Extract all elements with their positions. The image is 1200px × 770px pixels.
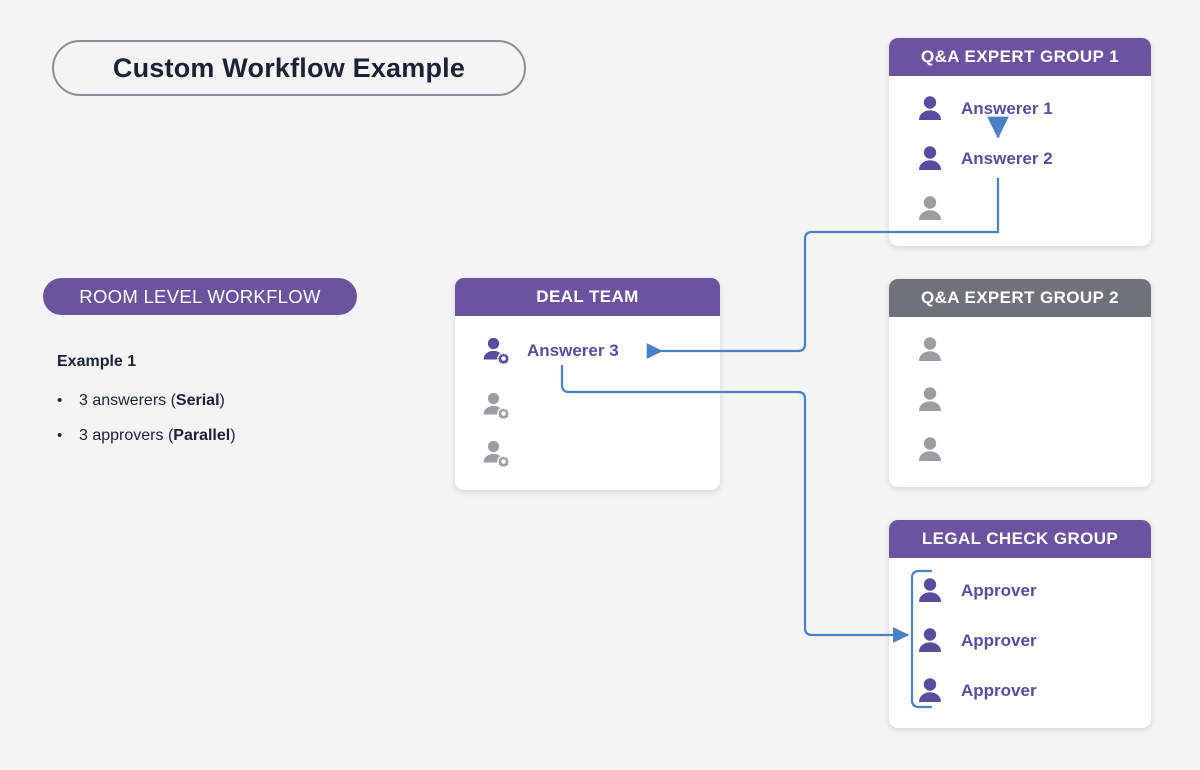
list-item: • 3 approvers (Parallel) [57, 427, 377, 445]
member-row[interactable]: Approver [915, 676, 1037, 706]
person-icon [915, 385, 945, 415]
card-header-deal-team: DEAL TEAM [455, 278, 720, 316]
member-row[interactable] [915, 194, 961, 224]
card-legal-check-group[interactable]: LEGAL CHECK GROUP Approver [889, 520, 1151, 728]
card-qa-expert-group-1[interactable]: Q&A EXPERT GROUP 1 Answerer 1 [889, 38, 1151, 246]
member-row[interactable] [915, 385, 961, 415]
card-header-qa-expert-group-2: Q&A EXPERT GROUP 2 [889, 279, 1151, 317]
list-item: • 3 answerers (Serial) [57, 392, 377, 410]
member-row[interactable] [481, 391, 527, 421]
person-icon [915, 144, 945, 174]
card-deal-team[interactable]: DEAL TEAM Answerer 3 [455, 278, 720, 490]
member-row[interactable] [481, 439, 527, 469]
bullet-icon: • [57, 392, 63, 409]
member-label: Answerer 1 [961, 99, 1053, 118]
person-gear-icon [481, 391, 511, 421]
member-row[interactable] [915, 335, 961, 365]
room-level-workflow-label: ROOM LEVEL WORKFLOW [79, 285, 321, 307]
member-label: Approver [961, 581, 1037, 600]
bullet-emphasis: Parallel [173, 427, 231, 444]
member-label: Approver [961, 681, 1037, 700]
person-gear-icon [481, 439, 511, 469]
page-title: Custom Workflow Example [52, 40, 526, 96]
bullet-emphasis: Serial [175, 392, 220, 409]
person-icon [915, 576, 945, 606]
person-icon [915, 194, 945, 224]
bullet-tail: ) [230, 427, 236, 444]
example-bullet-list: • 3 answerers (Serial) • 3 approvers (Pa… [57, 392, 377, 462]
member-row[interactable]: Answerer 2 [915, 144, 1053, 174]
bullet-icon: • [57, 427, 63, 444]
card-title: LEGAL CHECK GROUP [921, 529, 1119, 548]
bullet-text: 3 answerers ( [79, 392, 176, 409]
person-gear-icon [481, 336, 511, 366]
card-title: Q&A EXPERT GROUP 2 [920, 288, 1120, 307]
example-heading: Example 1 [57, 353, 137, 370]
page-title-text: Custom Workflow Example [112, 52, 466, 83]
card-title: Q&A EXPERT GROUP 1 [920, 47, 1120, 66]
person-icon [915, 676, 945, 706]
card-title: DEAL TEAM [536, 287, 639, 306]
room-level-workflow-pill: ROOM LEVEL WORKFLOW [43, 278, 357, 315]
card-header-legal-check-group: LEGAL CHECK GROUP [889, 520, 1151, 558]
member-row[interactable]: Approver [915, 626, 1037, 656]
card-qa-expert-group-2[interactable]: Q&A EXPERT GROUP 2 [889, 279, 1151, 487]
person-icon [915, 335, 945, 365]
person-icon [915, 94, 945, 124]
member-row[interactable]: Approver [915, 576, 1037, 606]
bullet-tail: ) [219, 392, 225, 409]
member-row[interactable] [915, 435, 961, 465]
bullet-text: 3 approvers ( [79, 427, 174, 444]
person-icon [915, 626, 945, 656]
person-icon [915, 435, 945, 465]
card-header-qa-expert-group-1: Q&A EXPERT GROUP 1 [889, 38, 1151, 76]
member-row[interactable]: Answerer 1 [915, 94, 1053, 124]
member-label: Answerer 3 [527, 341, 619, 360]
member-row[interactable]: Answerer 3 [481, 336, 619, 366]
member-label: Answerer 2 [961, 149, 1053, 168]
member-label: Approver [961, 631, 1037, 650]
